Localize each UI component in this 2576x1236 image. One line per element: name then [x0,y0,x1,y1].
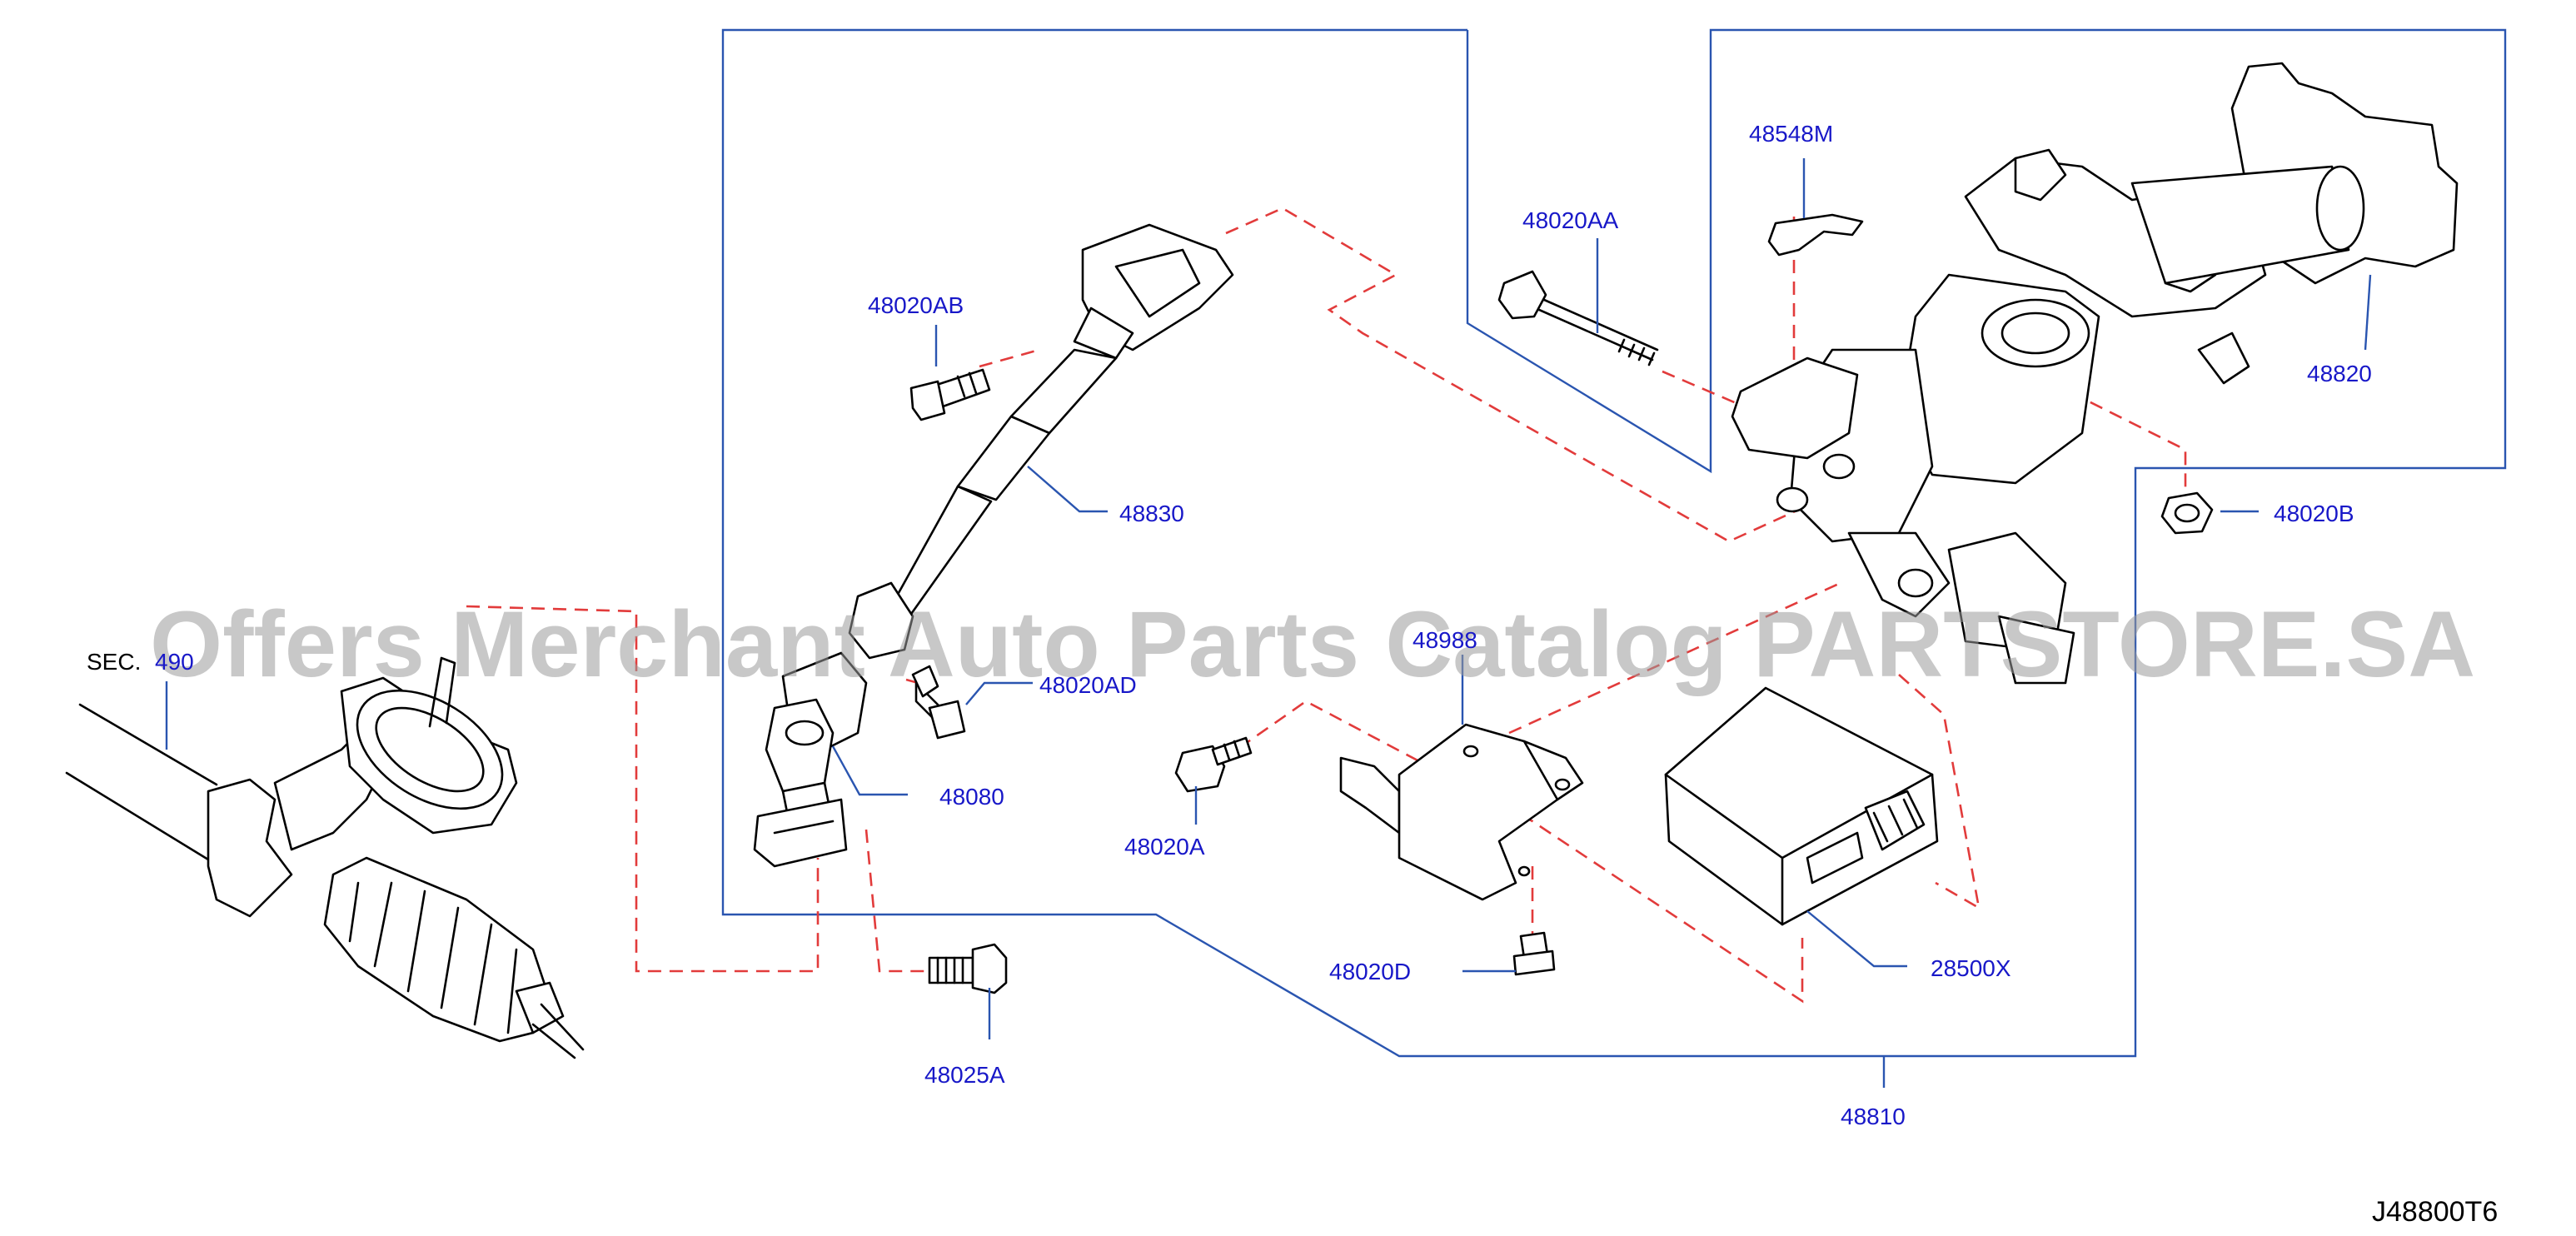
steering-column-assembly-illustration [1731,62,2459,685]
section-reference-prefix: SEC. [87,649,141,675]
part-label-48810[interactable]: 48810 [1841,1104,1906,1129]
watermark: Offers Merchant Auto Parts Catalog PARTS… [150,592,2475,696]
bolt-48020A-illustration [1174,736,1253,793]
part-label-28500X[interactable]: 28500X [1931,955,2011,981]
steering-rack-illustration [65,656,585,1059]
section-reference[interactable]: SEC. 490 [87,649,194,675]
assembly-guides [466,207,2187,1004]
nut-48020B-illustration [2160,491,2214,535]
universal-joint-illustration [753,581,914,868]
part-label-48020D[interactable]: 48020D [1329,959,1411,984]
screw-48020D-illustration [1512,931,1556,976]
part-label-48025A[interactable]: 48025A [924,1062,1005,1088]
bolt-48025A-illustration [928,943,1008,994]
part-label-48020B[interactable]: 48020B [2274,501,2354,526]
part-label-48548M[interactable]: 48548M [1749,121,1833,147]
clip-48548M-illustration [1767,213,1864,257]
part-label-48830[interactable]: 48830 [1119,501,1184,526]
part-label-48988[interactable]: 48988 [1413,627,1477,653]
leader-lines [165,158,2372,1088]
section-reference-number[interactable]: 490 [155,649,194,675]
part-label-48080[interactable]: 48080 [939,784,1004,810]
part-callouts: 48830 48020AB 48020AA 48548M 48820 48020… [868,121,2372,1129]
bracket-48988-illustration [1339,723,1584,901]
bolt-48020AB-illustration [909,368,991,421]
intermediate-shaft-illustration [889,223,1234,618]
left-assembly-frame [721,28,2507,1058]
assembly-frame [721,28,2507,1058]
part-label-48020AB[interactable]: 48020AB [868,292,964,318]
bolt-48020AD-illustration [911,665,966,740]
part-label-48820[interactable]: 48820 [2307,361,2372,386]
bolt-48020AA-illustration [1497,270,1659,366]
part-label-48020AA[interactable]: 48020AA [1522,207,1619,233]
part-label-48020A[interactable]: 48020A [1124,834,1205,860]
control-unit-28500X-illustration [1664,686,1939,926]
diagram-code: J48800T6 [2372,1196,2498,1228]
part-label-48020AD[interactable]: 48020AD [1039,672,1137,698]
